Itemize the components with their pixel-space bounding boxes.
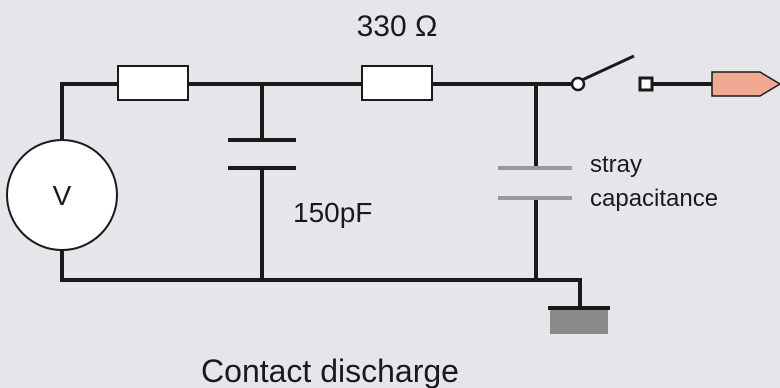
stray-label-line1: stray xyxy=(590,151,642,178)
voltage-source-icon: V xyxy=(6,139,118,251)
capacitor-value-label: 150pF xyxy=(293,197,372,228)
diagram-caption: Contact discharge xyxy=(201,353,459,388)
switch-icon xyxy=(570,54,654,92)
stray-capacitance-icon xyxy=(498,166,572,200)
probe-tip-icon xyxy=(711,71,780,97)
source-symbol: V xyxy=(53,180,72,211)
wires xyxy=(60,82,714,308)
capacitor-150pf xyxy=(228,138,296,170)
stray-label-line2: capacitance xyxy=(590,185,718,212)
resistor-1 xyxy=(117,65,189,101)
resistor-value-label: 330 Ω xyxy=(357,10,438,43)
resistor-330-ohm xyxy=(361,65,433,101)
ground-icon xyxy=(548,306,610,334)
